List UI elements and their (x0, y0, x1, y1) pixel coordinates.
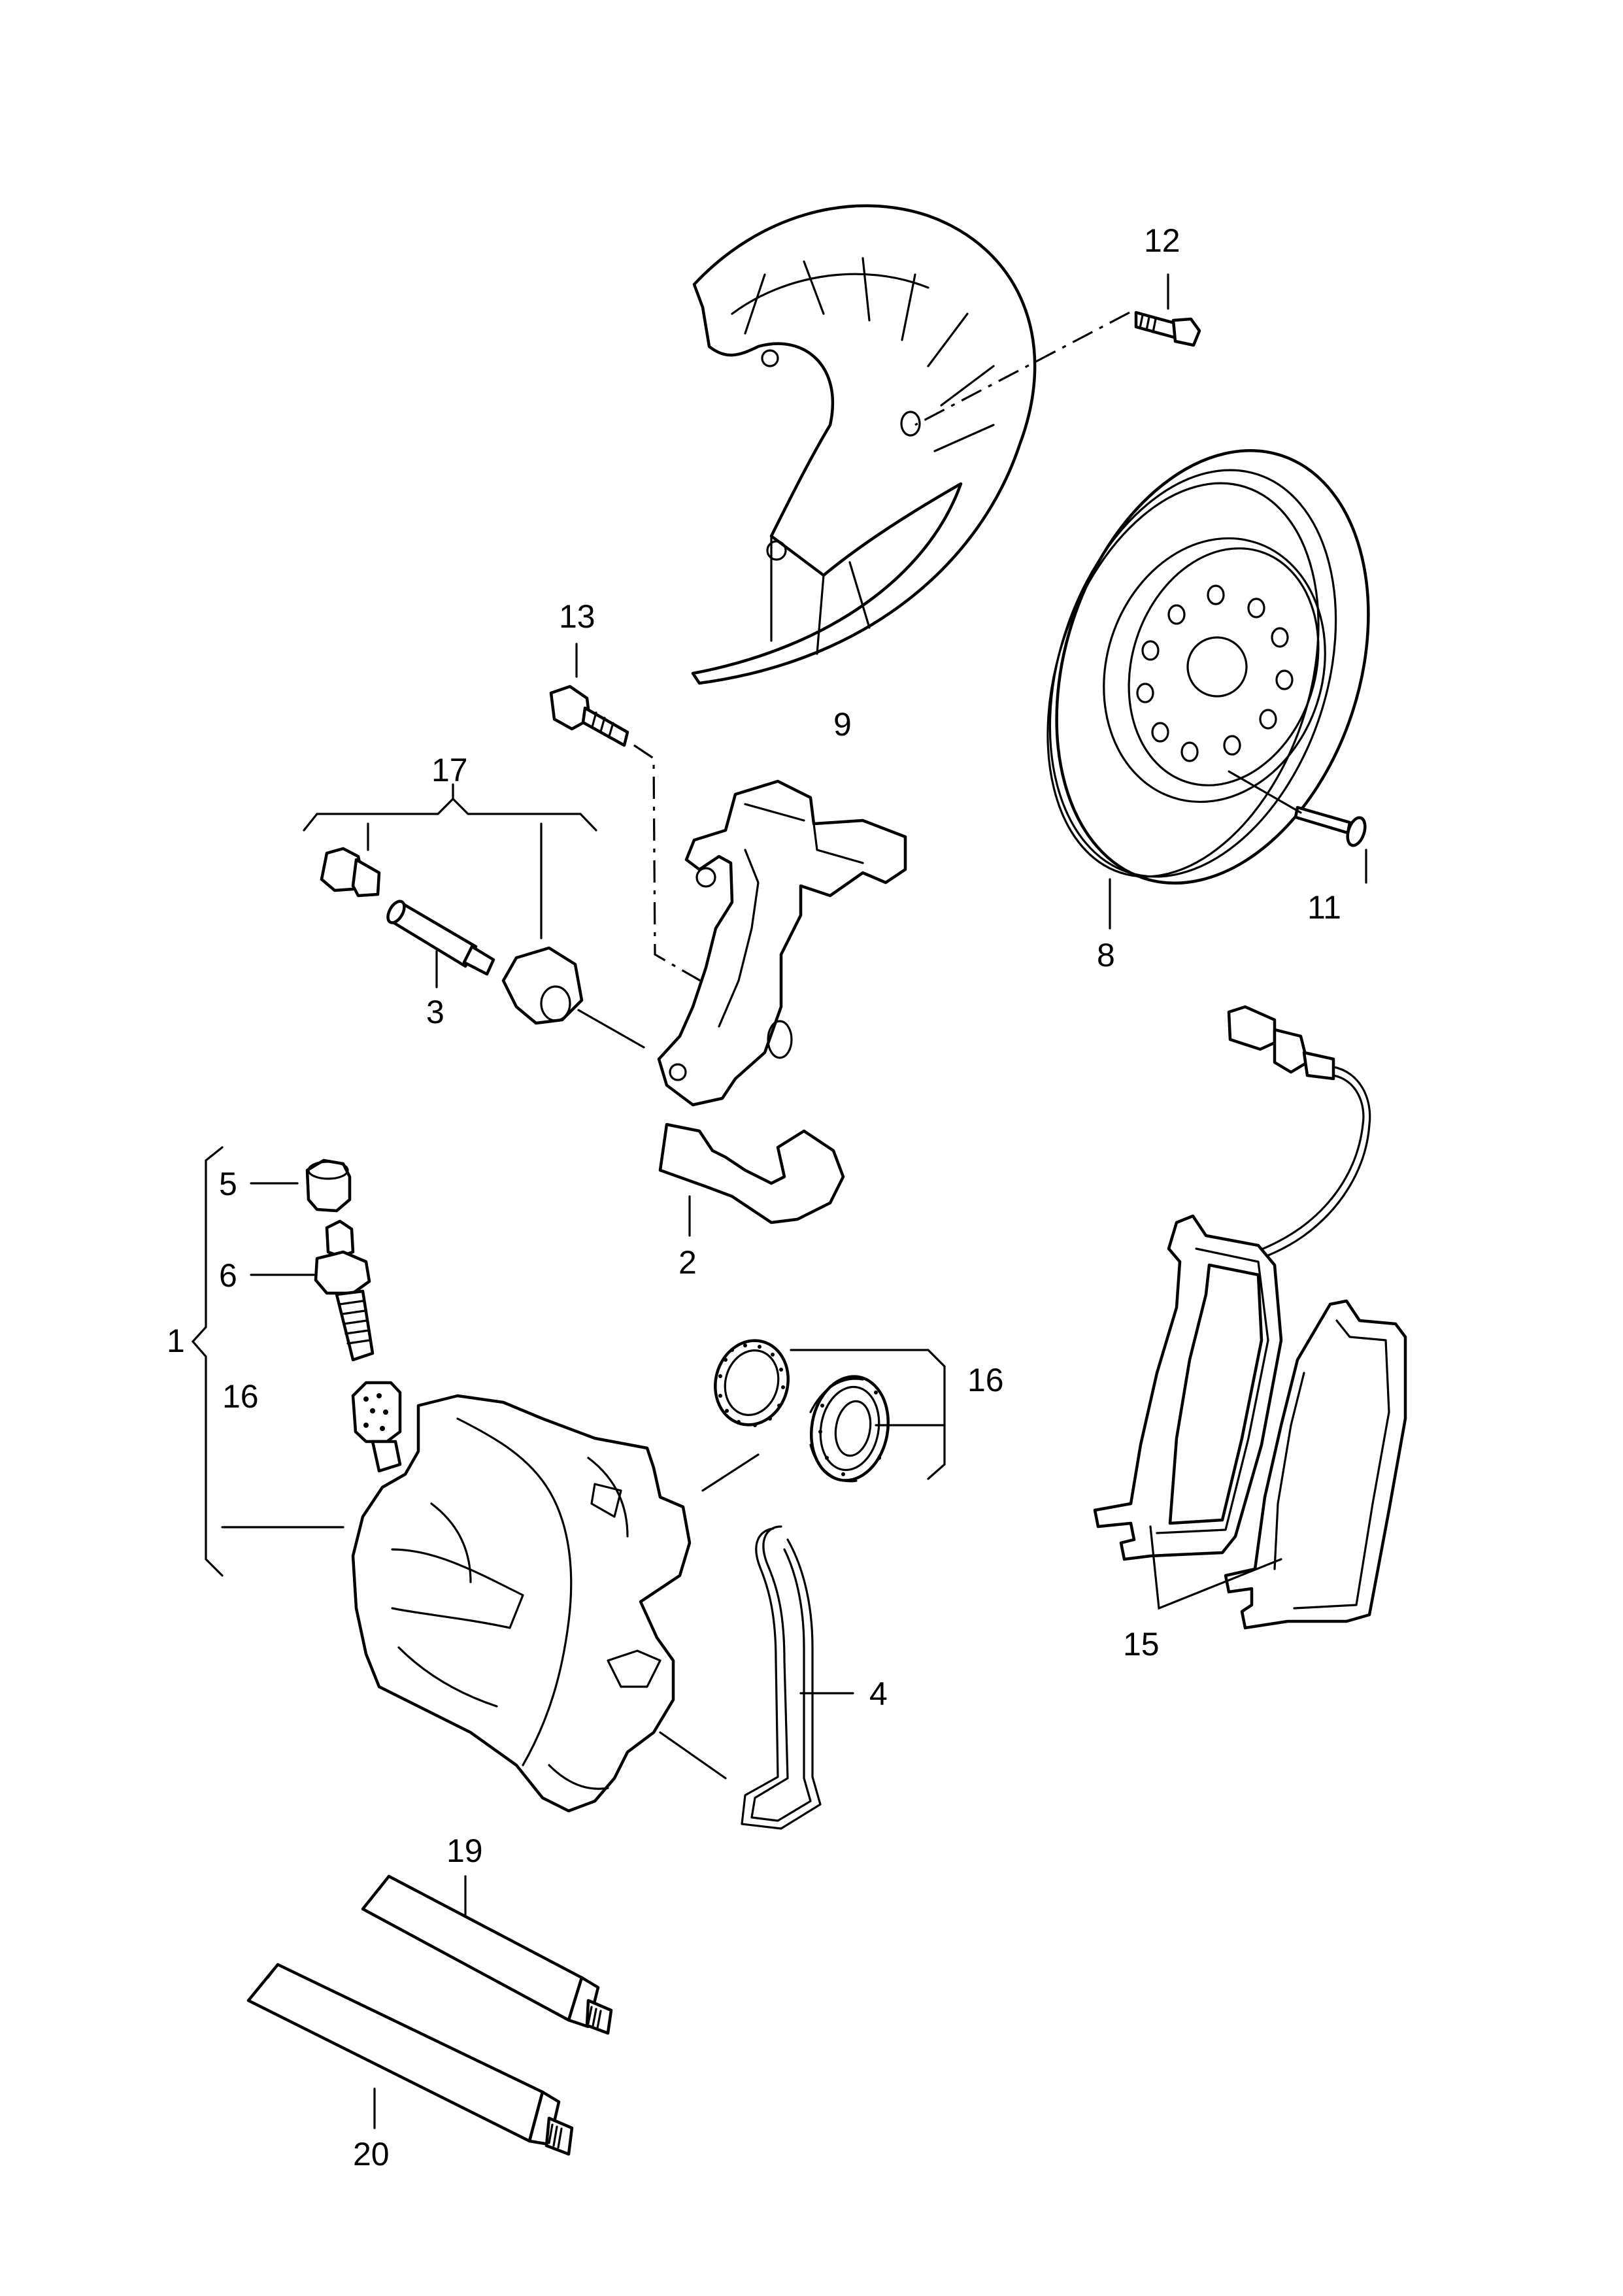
screw-12 (1134, 311, 1201, 347)
label-16-group: 16 (222, 1378, 259, 1415)
dust-boot (809, 1375, 890, 1483)
label-17: 17 (431, 752, 468, 788)
bleeder-valve (314, 1219, 375, 1362)
leader-15 (1149, 1525, 1282, 1610)
label-2: 2 (678, 1244, 697, 1281)
label-13: 13 (559, 598, 595, 635)
bracket-16-seal (790, 1349, 946, 1480)
caliper-carrier (657, 779, 907, 1224)
label-15: 15 (1123, 1626, 1160, 1663)
bracket-1 (191, 1146, 224, 1577)
label-4: 4 (869, 1676, 888, 1712)
guide-bush (501, 946, 584, 1025)
brake-pad-inner (1093, 1214, 1283, 1561)
retaining-spring (741, 1525, 822, 1830)
bolt-13 (549, 684, 629, 747)
brake-pad-outer (1224, 1299, 1407, 1630)
guide-pin (386, 900, 495, 976)
label-1: 1 (167, 1323, 185, 1359)
paste-tube-20 (246, 1963, 574, 2156)
leader-seal-caliper (701, 1453, 760, 1492)
label-12: 12 (1144, 222, 1180, 259)
splash-shield (691, 204, 1037, 685)
leader-spring-caliper (659, 1731, 727, 1780)
guide-cap (320, 847, 381, 898)
dust-cap (305, 1158, 352, 1213)
label-6: 6 (219, 1257, 237, 1294)
bracket-17 (303, 797, 597, 832)
bolt-holes (1136, 584, 1294, 762)
callout-labels: 12 9 13 17 11 8 3 5 2 6 1 16 16 4 15 19 … (167, 222, 1341, 2172)
label-20: 20 (353, 2136, 390, 2172)
paste-tube-19 (361, 1874, 613, 2035)
piston-seal (714, 1339, 790, 1427)
label-5: 5 (219, 1166, 237, 1202)
label-11: 11 (1307, 889, 1341, 926)
brake-caliper (351, 1381, 692, 1813)
label-3: 3 (426, 994, 444, 1030)
leader-dash-11 (1228, 770, 1302, 814)
screw-11 (1294, 805, 1367, 847)
label-16-seal: 16 (967, 1362, 1004, 1398)
brake-disc (1046, 449, 1370, 885)
label-9: 9 (833, 706, 852, 743)
leader-bush-carrier (577, 1009, 645, 1049)
label-8: 8 (1097, 937, 1115, 973)
leader-dash-13 (633, 744, 707, 985)
label-19: 19 (446, 1832, 483, 1869)
wear-sensor (1226, 1005, 1371, 1270)
